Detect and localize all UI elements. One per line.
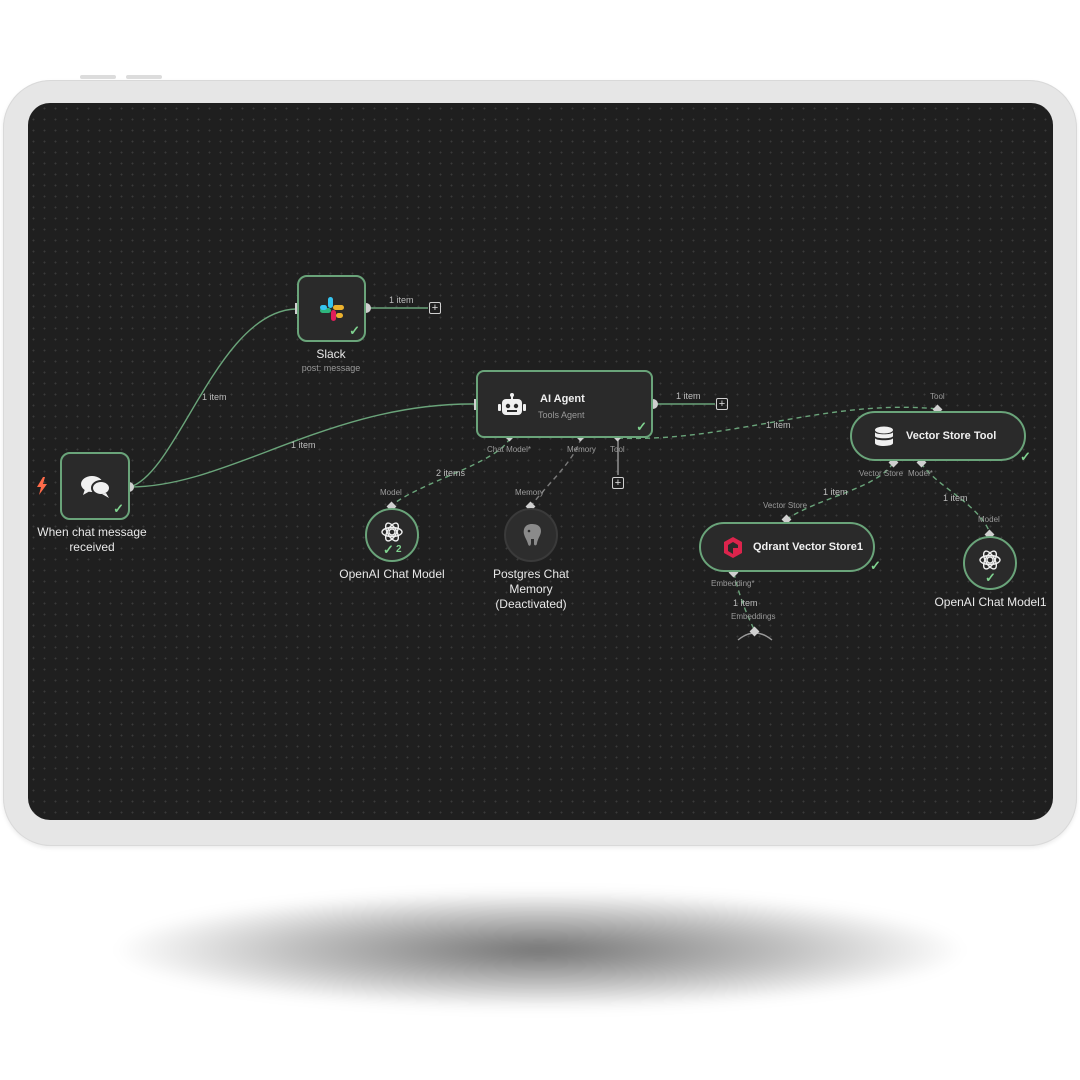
openai-chat-model-node[interactable]: ✓ 2 [365,508,419,562]
qdrant-vector-store-node[interactable]: Qdrant Vector Store1 [699,522,875,572]
chat-bubbles-icon [80,474,112,505]
edge-agent-openai [390,437,511,507]
device-shadow [110,890,970,1010]
openai-logo-icon [380,520,404,549]
trigger-node[interactable]: ✓ [60,452,130,520]
edge-label-agent-model: 2 items [436,468,466,478]
edge-label-trigger-slack: 1 item [202,392,227,402]
qdrant-vector-store-title: Qdrant Vector Store1 [753,541,864,553]
postgres-title-line1: Postgres Chat [492,567,570,581]
slack-add-button[interactable]: + [429,302,441,314]
lightning-bolt-icon [36,477,48,500]
connections-layer [124,303,995,641]
slack-node-subtitle: post: message [301,363,361,373]
postgres-memory-node[interactable] [504,508,558,562]
port-label-memory: Memory [567,445,596,454]
port-label-model-required: Model* [908,469,933,478]
tool-add-button[interactable]: + [612,477,624,489]
vector-store-tool-node[interactable]: Vector Store Tool [850,411,1026,461]
success-check-icon: ✓ [1020,449,1031,464]
edge-label-agent-tool: 1 item [766,420,791,430]
ai-agent-node[interactable]: AI Agent Tools Agent ✓ [476,370,653,438]
port-label-model-2: Model [978,515,1000,524]
port-label-tool-input: Tool [930,392,945,401]
edge-label-tool-model: 1 item [943,493,968,503]
workflow-canvas[interactable]: 1 item 1 item 1 item 1 item 1 item 2 ite… [28,103,1053,820]
edge-label-trigger-agent: 1 item [291,440,316,450]
edge-agent-postgres [530,437,582,507]
edge-agent-tool [617,406,939,440]
openai-chat-model1-node[interactable]: ✓ [963,536,1017,590]
edge-trigger-slack [129,308,297,488]
success-check-icon: ✓ [383,542,394,557]
success-check-icon: ✓ [113,501,124,516]
postgres-elephant-icon [520,522,544,553]
agent-add-button[interactable]: + [716,398,728,410]
trigger-node-title: When chat message received [37,525,147,554]
success-check-icon: ✓ [636,419,647,434]
success-check-icon: ✓ [870,558,881,573]
tablet-button-left [80,75,116,79]
ai-agent-title: AI Agent [540,393,585,405]
edge-tool-qdrant [786,462,894,520]
edge-label-slack-out: 1 item [389,295,414,305]
postgres-memory-title: Postgres Chat Memory (Deactivated) [476,567,586,612]
vector-store-tool-title: Vector Store Tool [906,430,997,442]
postgres-title-line2: Memory [509,582,553,596]
port-label-embedding: Embedding* [711,579,755,588]
edge-label-agent-out: 1 item [676,391,701,401]
database-icon [874,426,894,453]
edge-qdrant-embed [733,572,756,632]
port-label-vector-store-input: Vector Store [763,501,808,510]
slack-node-title: Slack [316,347,346,361]
success-check-icon: ✓ [985,570,996,585]
edge-tool-openai1 [920,462,991,534]
openai-logo-icon [978,548,1002,577]
port-label-embeddings: Embeddings [731,612,776,621]
ai-agent-subtitle: Tools Agent [538,410,585,420]
port-label-memory-input: Memory [515,488,544,497]
edge-label-qdrant-embed: 1 item [733,598,758,608]
slack-node[interactable]: ✓ [297,275,366,342]
port-label-model: Model [380,488,402,497]
port-label-vector-store: Vector Store [859,469,904,478]
openai-chat-model1-title: OpenAI Chat Model1 [934,595,1047,609]
openai-chat-model-title: OpenAI Chat Model [339,567,445,581]
robot-icon [498,392,526,423]
slack-logo-icon [318,295,346,328]
qdrant-logo-icon [723,537,743,564]
success-check-icon: ✓ [349,323,360,338]
postgres-title-line3: (Deactivated) [495,597,567,611]
tablet-button-right [126,75,162,79]
run-count-badge: 2 [396,544,402,555]
port-label-tool: Tool [610,445,625,454]
edge-label-tool-store: 1 item [823,487,848,497]
port-label-chat-model: Chat Model* [487,445,532,454]
edge-trigger-agent [129,403,475,488]
